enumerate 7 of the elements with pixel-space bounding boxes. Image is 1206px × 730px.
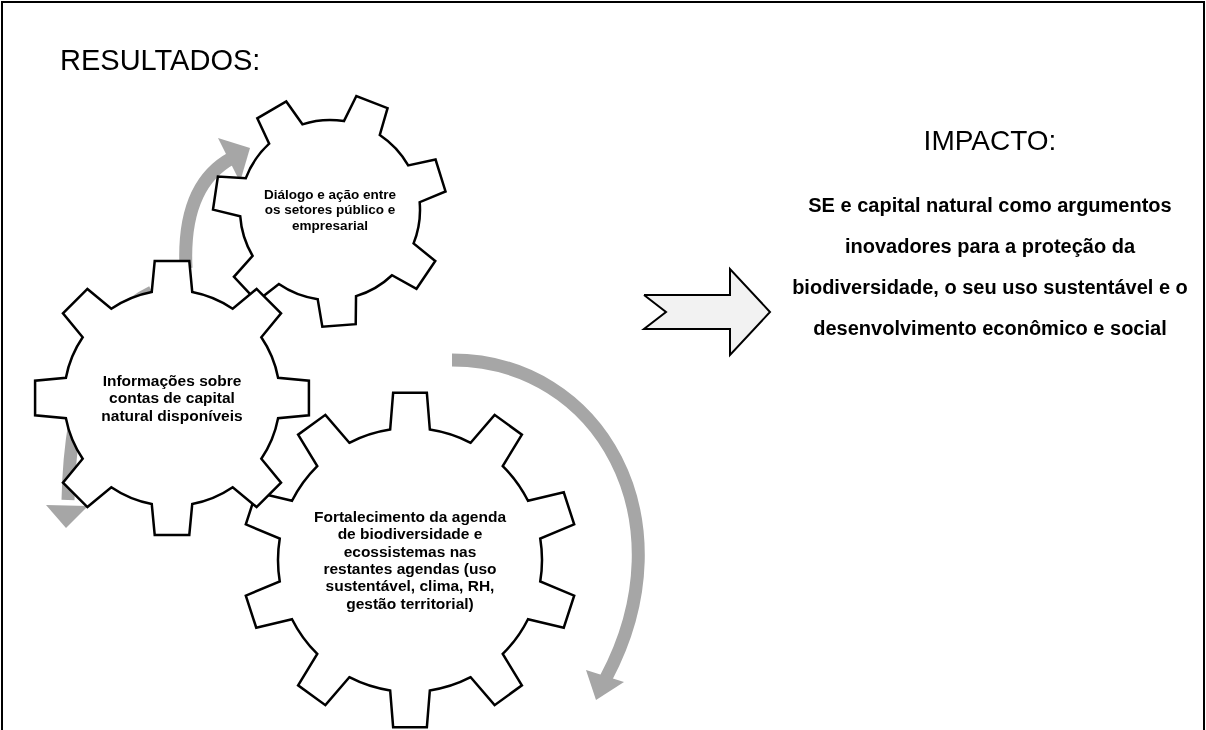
impact-text: SE e capital natural como argumentos inovadores para a proteção da biodiversidade, o seu uso sustentável e o desenvolvimento econômico e social	[791, 193, 1189, 341]
gear-label: Diálogo e ação entre os setores público e empresarial	[262, 187, 397, 233]
title: RESULTADOS:	[60, 44, 261, 77]
block-arrow	[641, 266, 772, 358]
gear-label: Informações sobre contas de capital natural disponíveis	[100, 371, 244, 425]
gear-label: Fortalecimento da agenda de biodiversidade e ecossistemas nas restantes agendas (uso sustentável, clima, RH, gestão territorial)	[312, 507, 508, 613]
impact-heading: IMPACTO:	[923, 125, 1057, 157]
